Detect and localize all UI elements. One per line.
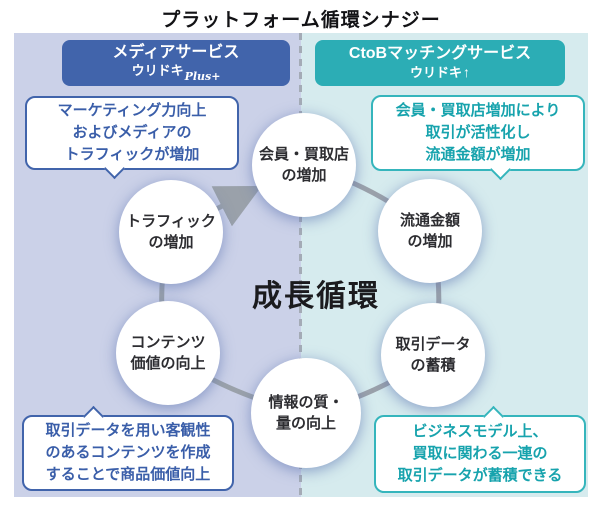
diagram-title: プラットフォーム循環シナジー [161,10,441,31]
node-label-line: 価値の向上 [130,355,206,372]
cycle-node-transaction-data: 取引データ の蓄積 [381,303,485,407]
ctob-service-header: CtoBマッチングサービス ウリドキ↑ [315,40,565,86]
node-label-line: の増加 [148,234,194,251]
node-label-line: 会員・買取店 [258,146,349,163]
brand-text: ウリドキ [409,65,462,81]
cycle-node-traffic: トラフィック の増加 [119,180,223,284]
node-label-line: の増加 [407,233,453,250]
ctob-service-title: CtoBマッチングサービス [348,45,532,63]
plus-mark: Plus+ [184,69,221,83]
callout-line: 会員・買取店増加により [395,102,561,120]
cycle-node-members: 会員・買取店 の増加 [252,113,356,217]
callout-line: することで商品価値向上 [45,465,211,483]
callout-line: のあるコンテンツを作成 [45,444,211,462]
brand-text: ウリドキ [131,62,184,78]
callout-content-creation: 取引データを用い客観性 のあるコンテンツを作成 することで商品価値向上 [22,405,234,491]
node-label-line: の蓄積 [410,357,456,374]
node-label-line: の増加 [281,167,327,184]
cycle-node-content-value: コンテンツ 価値の向上 [116,301,220,405]
cycle-node-gmv: 流通金額 の増加 [378,179,482,283]
callout-data-accumulation: ビジネスモデル上、 買取に関わる一連の 取引データが蓄積できる [374,405,586,493]
callout-line: およびメディアの [72,124,192,142]
callout-line: 取引データを用い客観性 [45,422,211,440]
divider-dashed-line [299,33,302,497]
callout-line: トラフィックが増加 [64,145,200,163]
node-label-line: 取引データ [395,336,471,353]
node-label-line: コンテンツ [130,334,206,351]
callout-marketing: マーケティング力向上 およびメディアの トラフィックが増加 [25,96,239,180]
callout-line: 取引データが蓄積できる [397,466,563,484]
callout-line: ビジネスモデル上、 [412,423,548,441]
cycle-node-info-quality: 情報の質・ 量の向上 [251,358,361,468]
media-service-title: メディアサービス [112,43,240,61]
node-label-line: トラフィック [126,213,216,230]
callout-line: 取引が活性化し [425,124,531,142]
callout-line: マーケティング力向上 [57,102,207,120]
media-service-header: メディアサービス ウリドキPlus+ [62,40,290,86]
node-label-line: 情報の質・ [268,394,344,411]
uridoki-logo: ウリドキ↑ [410,64,470,82]
node-label-line: 量の向上 [275,415,336,432]
up-arrow-icon: ↑ [463,64,470,81]
callout-line: 流通金額が増加 [425,145,531,163]
growth-cycle-label: 成長循環 [252,280,380,313]
callout-line: 買取に関わる一連の [412,445,548,463]
uridoki-plus-logo: ウリドキPlus+ [132,63,221,84]
node-label-line: 流通金額 [399,212,460,229]
callout-gmv-growth: 会員・買取店増加により 取引が活性化し 流通金額が増加 [371,95,585,181]
diagram-panel: 会員・買取店 の増加 流通金額 の増加 取引データ の蓄積 情報の質・ 量の向上… [14,33,588,497]
